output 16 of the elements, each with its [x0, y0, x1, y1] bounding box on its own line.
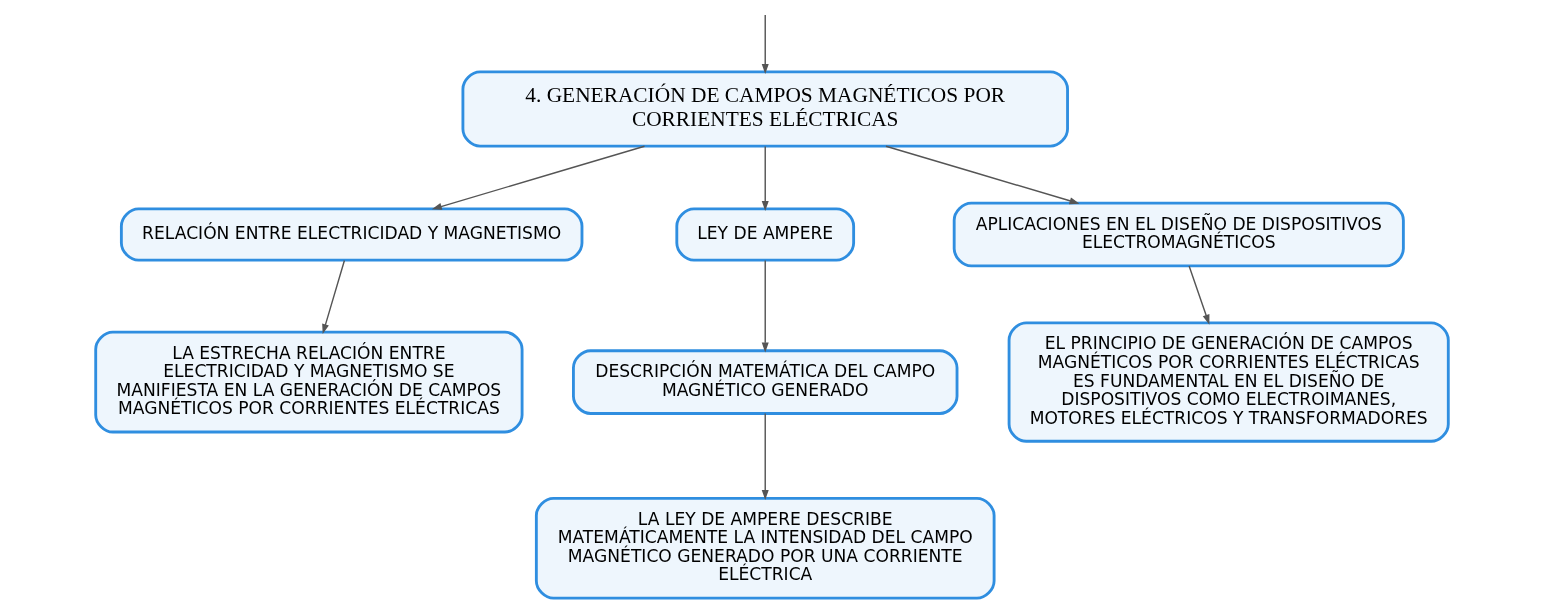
node-box: LA LEY DE AMPERE DESCRIBE MATEMÁTICAMENTE LA INTENSIDAD DEL CAMPO MAGNÉTICO GENERADO POR UNA CORRIENTE ELÉCTRICA — [534, 496, 996, 600]
arrow — [321, 259, 345, 334]
node-box: 4. GENERACIÓN DE CAMPOS MAGNÉTICOS POR CORRIENTES ELÉCTRICAS — [461, 70, 1069, 148]
arrow — [1187, 265, 1209, 325]
arrow — [761, 259, 769, 353]
node-box: DESCRIPCIÓN MATEMÁTICA DEL CAMPO MAGNÉTICO GENERADO — [571, 349, 958, 415]
node-box: RELACIÓN ENTRE ELECTRICIDAD Y MAGNETISMO — [119, 207, 583, 262]
arrow — [761, 412, 769, 500]
node-box: EL PRINCIPIO DE GENERACIÓN DE CAMPOS MAGNÉTICOS POR CORRIENTES ELÉCTRICAS ES FUNDAMENTAL EN EL DISEÑO DE DISPOSITIVOS COMO ELECTROIMANES, MOTORES ELÉCTRICOS Y TRANSFORMADORES — [1007, 321, 1450, 443]
arrow — [761, 145, 769, 211]
arrow — [431, 145, 645, 210]
arrow — [761, 14, 769, 75]
arrow — [884, 145, 1080, 205]
node-box: LEY DE AMPERE — [674, 207, 855, 262]
node-box: LA ESTRECHA RELACIÓN ENTRE ELECTRICIDAD Y MAGNETISMO SE MANIFIESTA EN LA GENERACIÓN DE CAMPOS MAGNÉTICOS POR CORRIENTES ELÉCTRICAS — [93, 330, 523, 434]
node-box: APLICACIONES EN EL DISEÑO DE DISPOSITIVOS ELECTROMAGNÉTICOS — [952, 201, 1405, 268]
